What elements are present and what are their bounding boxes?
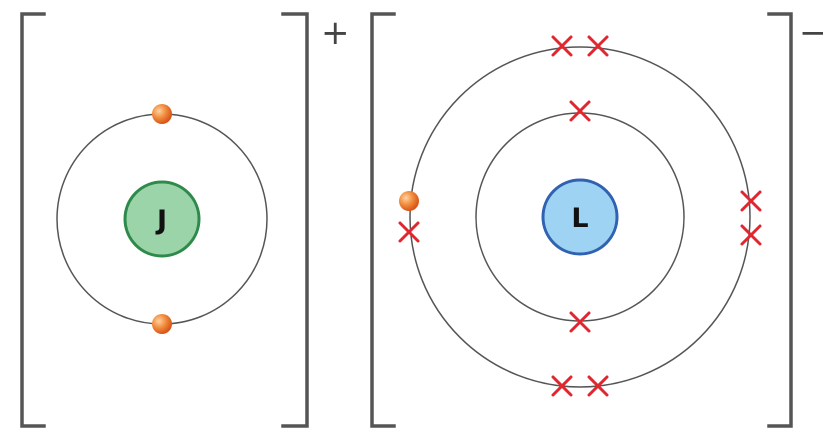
right-ion: − L — [370, 12, 823, 428]
electron-dot — [152, 104, 172, 124]
electron-cross — [740, 224, 762, 246]
electron-cross — [398, 221, 420, 243]
left-ion-charge: + — [321, 13, 350, 53]
electron-cross — [740, 190, 762, 212]
right-ion-outer-orbit — [409, 46, 751, 388]
nucleus-L — [541, 178, 619, 256]
electron-dot — [152, 314, 172, 334]
electron-cross — [551, 375, 573, 397]
left-ion-left-bracket — [20, 12, 46, 428]
left-ion: + J — [20, 12, 350, 428]
electron-cross — [569, 311, 591, 333]
right-ion-right-bracket — [767, 12, 793, 428]
electron-cross — [551, 35, 573, 57]
nucleus-J-label: J — [155, 205, 167, 236]
electron-cross — [587, 375, 609, 397]
nucleus-J — [123, 180, 201, 258]
left-ion-right-bracket — [281, 12, 309, 428]
electron-cross — [587, 35, 609, 57]
electron-dot — [399, 191, 419, 211]
right-ion-charge: − — [799, 13, 823, 53]
nucleus-L-label: L — [571, 203, 588, 234]
electron-cross — [569, 100, 591, 122]
right-ion-left-bracket — [370, 12, 396, 428]
